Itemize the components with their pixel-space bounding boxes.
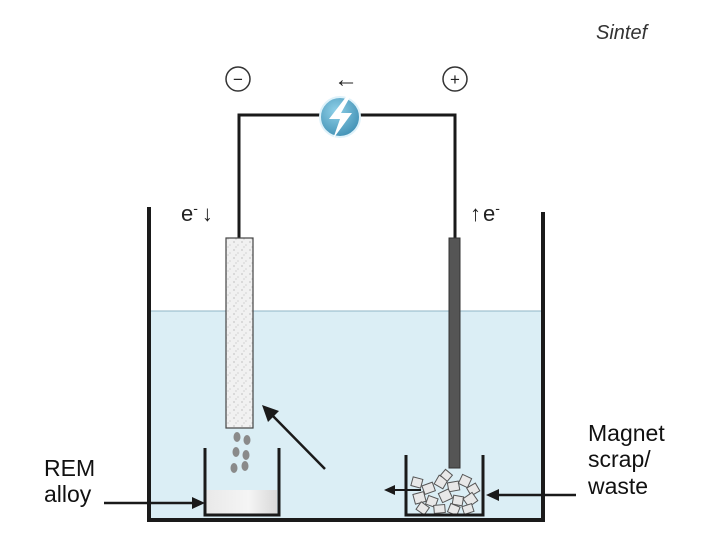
dissolution-arrow [384,485,421,495]
left-crucible [203,448,281,517]
negative-terminal-icon: − [225,66,251,92]
anode-electrode [448,237,461,469]
rem-alloy-label-line2: alloy [44,481,92,508]
electron-flow-right: ↑e- [470,200,500,226]
magnet-scrap-label-line3: waste [588,472,649,499]
rem-alloy-label: REM alloy [44,455,95,508]
image-credit: Sintef [596,22,648,44]
lightning-bolt-icon [319,96,361,139]
magnet-scrap-label-line1: Magnet [588,420,665,446]
rem-alloy-label-line1: REM [44,455,96,481]
magnet-scrap-label-line2: scrap/ [588,446,651,473]
magnet-scrap-label: Magnet scrap/ waste [588,420,665,499]
positive-terminal-icon: + [442,66,468,92]
rem-alloy-pool [206,490,277,514]
magnet-scrap-pointer-arrow [486,489,576,501]
rem-alloy-pointer-arrow [104,497,205,509]
svg-text:+: + [450,70,460,89]
migration-arrow [262,405,326,470]
right-crucible [404,455,485,517]
magnet-scrap-pile [410,468,481,517]
electron-flow-left: e-↓ [181,200,213,226]
metal-droplets [230,432,251,473]
current-direction-arrow: ← [334,66,358,93]
svg-text:−: − [233,70,243,89]
cathode-electrode [225,237,254,429]
